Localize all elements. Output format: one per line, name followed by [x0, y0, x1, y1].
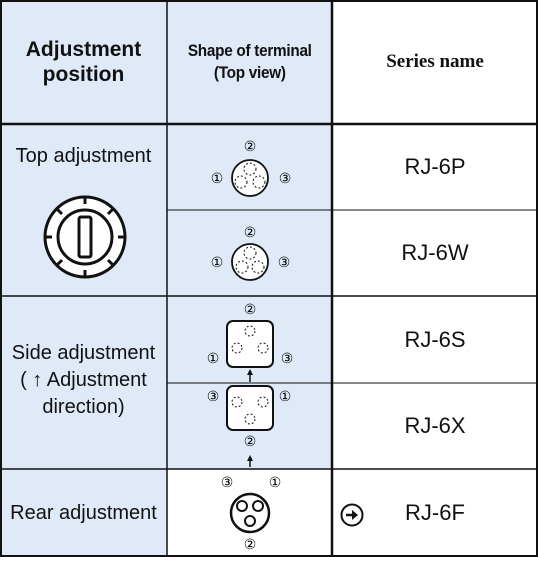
terminal-rj6s-icon: ② ① ③ [207, 301, 294, 382]
series-rj6s: RJ-6S [332, 296, 538, 383]
header-adjustment-line2: position [42, 63, 125, 86]
position-side-line2: ( ↑ Adjustment [20, 369, 147, 391]
series-rj6p: RJ-6P [332, 124, 538, 210]
terminal-label-1: ① [207, 350, 220, 366]
terminal-label-2: ② [244, 433, 257, 449]
header-shape-line1: Shape of terminal [187, 41, 312, 60]
shape-rj6s-cell: ② ① ③ [167, 296, 332, 383]
terminal-label-1: ① [279, 388, 292, 404]
terminal-label-3: ③ [221, 474, 234, 490]
header-adjustment-line1: Adjustment [25, 38, 142, 61]
series-rj6x: RJ-6X [332, 383, 538, 469]
header-shape-line2: (Top view) [213, 63, 286, 82]
series-rj6x-label: RJ-6X [404, 413, 466, 438]
terminal-label-2: ② [244, 536, 257, 552]
series-rj6f-label[interactable]: RJ-6F [405, 500, 465, 525]
series-rj6w-label: RJ-6W [401, 240, 469, 265]
shape-rj6f-cell: ③ ① ② [167, 469, 332, 557]
shape-rj6x-cell: ③ ① ② [167, 383, 332, 469]
terminal-label-3: ③ [278, 254, 291, 270]
terminal-rj6f-icon: ③ ① ② [221, 474, 282, 552]
shape-rj6w-cell: ② ① ③ [167, 210, 332, 296]
terminal-rj6p-icon: ② ① ③ [211, 138, 292, 197]
series-rj6f[interactable]: RJ-6F [332, 469, 538, 557]
terminal-label-3: ③ [281, 350, 294, 366]
terminal-label-2: ② [244, 138, 257, 154]
series-rj6p-label: RJ-6P [404, 154, 466, 179]
terminal-label-1: ① [269, 474, 282, 490]
terminal-rj6x-icon: ③ ① ② [207, 385, 292, 467]
position-side-cell: Side adjustment ( ↑ Adjustment direction… [0, 296, 167, 469]
series-rj6s-label: RJ-6S [404, 326, 466, 352]
position-rear-label: Rear adjustment [10, 501, 157, 524]
terminal-label-2: ② [244, 301, 257, 317]
header-adjustment-position: Adjustment position [0, 0, 167, 124]
position-side-line1: Side adjustment [11, 342, 156, 364]
terminal-label-3: ③ [279, 170, 292, 186]
position-top-cell: Top adjustment [0, 124, 167, 296]
top-adjustment-knob-icon [43, 195, 127, 279]
position-rear-cell: Rear adjustment [0, 469, 167, 557]
header-shape-of-terminal: Shape of terminal (Top view) [167, 0, 332, 124]
terminal-label-3: ③ [207, 388, 220, 404]
series-rj6w: RJ-6W [332, 210, 538, 296]
position-top-label: Top adjustment [15, 145, 152, 167]
terminal-rj6w-icon: ② ① ③ [211, 224, 291, 281]
header-series-label: Series name [386, 51, 484, 72]
header-series-name: Series name [332, 0, 538, 124]
position-side-line3: direction) [42, 396, 125, 418]
terminal-label-2: ② [244, 224, 257, 240]
terminal-label-1: ① [211, 170, 224, 186]
circled-right-arrow-icon[interactable] [340, 503, 364, 527]
terminal-label-1: ① [211, 254, 224, 270]
shape-rj6p-cell: ② ① ③ [167, 124, 332, 210]
